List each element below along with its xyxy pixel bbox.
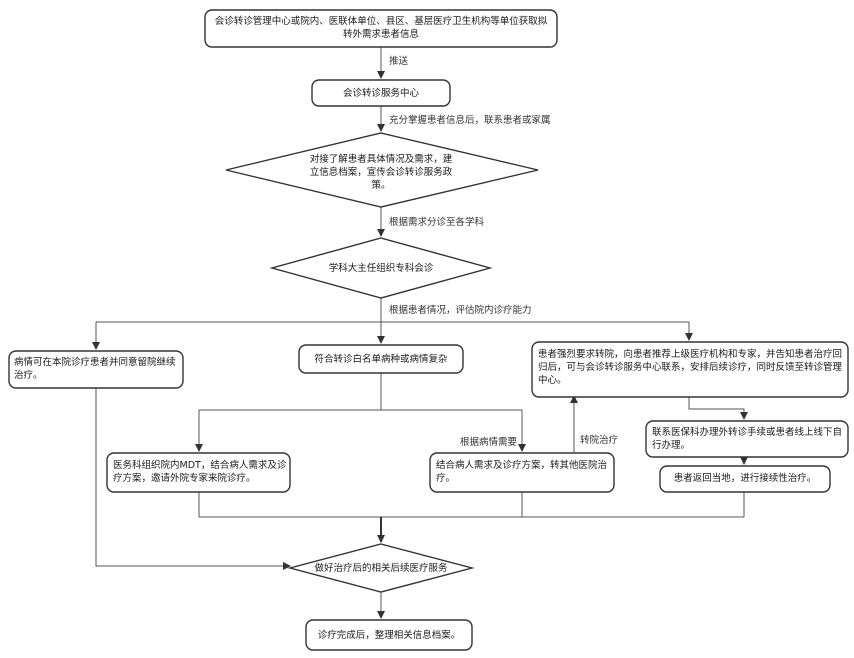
node-left [8, 350, 184, 389]
node-n2-text: 会诊转诊服务中心 [342, 88, 419, 99]
edge-label-by-need: 根据病情需要 [460, 437, 518, 448]
node-right [531, 341, 849, 398]
node-other-text: 结合病人需求及诊疗方案，转其他医院治疗。 [436, 460, 608, 484]
node-right-text: 患者强烈要求转院，向患者推荐上级医疗机构和专家，并告知患者治疗回归后，可与会诊转… [538, 349, 843, 386]
edge-label-transfer: 转院治疗 [580, 435, 619, 446]
edge-label-assess: 根据患者情况，评估院内诊疗能力 [389, 305, 532, 316]
node-mdt-text: 医务科组织院内MDT，结合病人需求及诊疗方案，邀请外院专家来院诊疗。 [113, 460, 287, 484]
node-d1-text: 对接了解患者具体情况及需求，建立信息档案，宣传会诊转诊服务政策。 [309, 154, 453, 191]
node-ins-text: 联系医保科办理外转诊手续或患者线上线下自行办理。 [652, 427, 843, 451]
node-mdt [106, 452, 291, 493]
node-n1 [204, 9, 558, 48]
node-ret [659, 465, 831, 493]
edge-left-d3 [95, 388, 291, 570]
node-end-text: 诊疗完成后，整理相关信息档案。 [317, 630, 461, 641]
node-n1-text: 会诊转诊管理中心或院内、医联体单位、县区、基层医疗卫生机构等单位获取拟转外需求患… [214, 16, 548, 40]
node-n2 [311, 79, 451, 107]
edge-label-triage: 根据需求分诊至各学科 [389, 217, 485, 228]
node-d3 [287, 543, 475, 593]
node-other [429, 452, 615, 493]
edge-right-ins [688, 397, 748, 420]
node-mid [298, 344, 464, 374]
node-ret-text: 患者返回当地，进行接续性治疗。 [673, 473, 817, 484]
node-ins [645, 420, 849, 458]
edge-label-push: 推送 [389, 56, 409, 67]
node-d3-text: 做好治疗后的相关后续医疗服务 [314, 563, 448, 574]
node-d1 [225, 132, 539, 208]
node-mid-text: 符合转诊白名单病种或病情复杂 [314, 354, 448, 365]
node-end [305, 619, 473, 651]
node-d2-text: 学科大主任组织专科会诊 [328, 263, 434, 274]
node-d2 [269, 237, 493, 299]
edge-label-after-info: 充分掌握患者信息后，联系患者或家属 [389, 115, 551, 126]
node-left-text: 病情可在本院诊疗患者并同意留院继续治疗。 [14, 357, 176, 381]
